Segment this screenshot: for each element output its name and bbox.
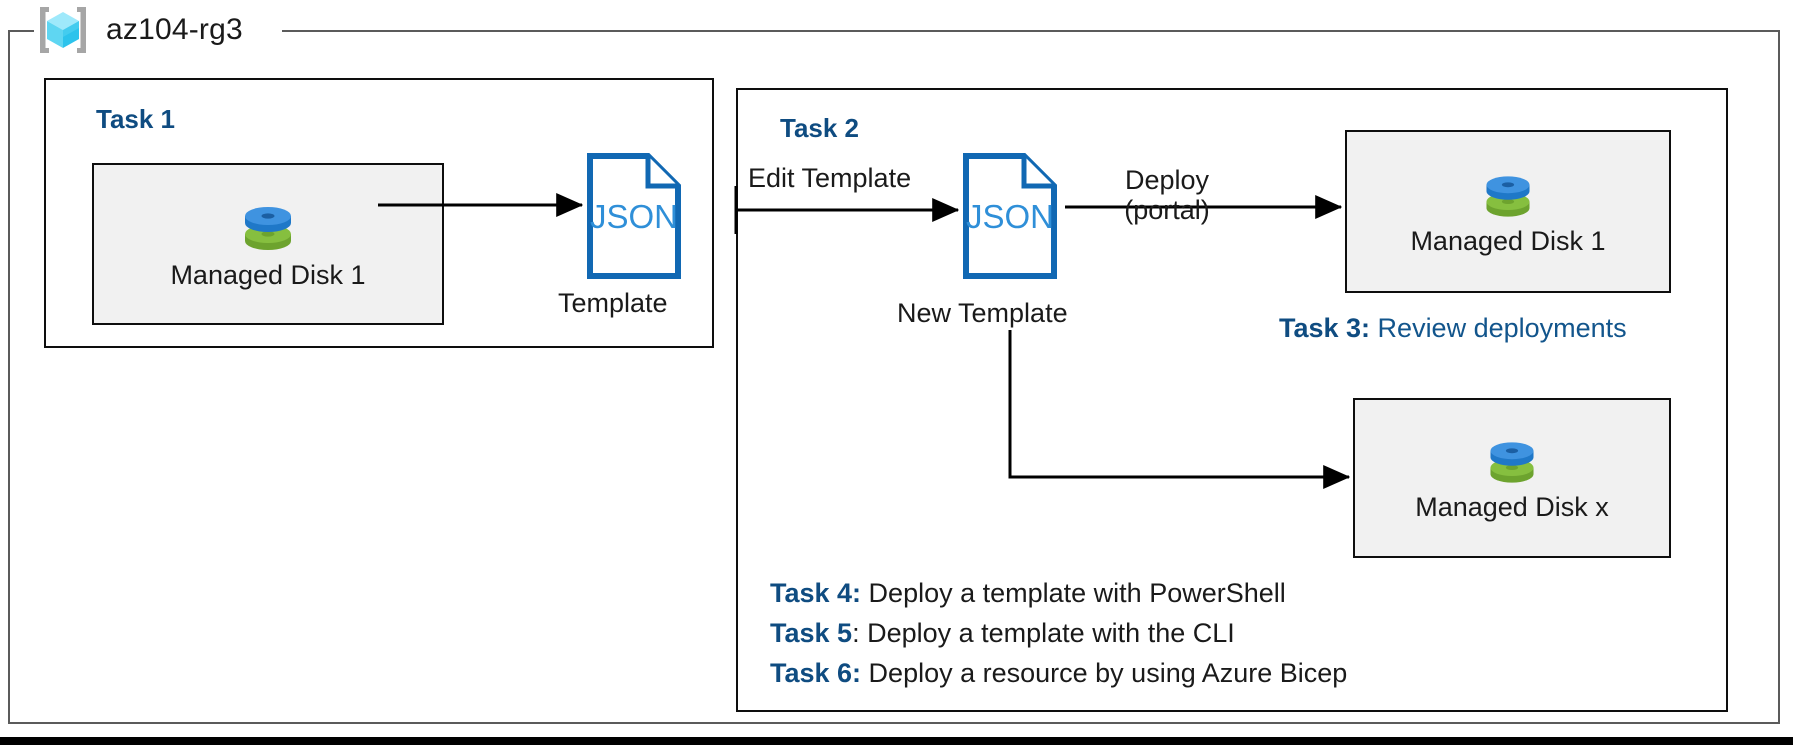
azure-resource-group-icon bbox=[36, 4, 90, 56]
task-2-container bbox=[736, 88, 1728, 712]
task-5-description: : Deploy a template with the CLI bbox=[852, 618, 1235, 648]
json-doc-label: JSON bbox=[590, 198, 678, 235]
new-template-caption: New Template bbox=[897, 298, 1068, 328]
task-3-key: Task 3: bbox=[1279, 313, 1371, 343]
managed-disk-icon bbox=[1479, 167, 1537, 225]
resource-label: Managed Disk x bbox=[1415, 492, 1609, 523]
deploy-label-line1: Deploy bbox=[1124, 165, 1210, 195]
task-4-key: Task 4: bbox=[770, 578, 862, 608]
task-3-description: Review deployments bbox=[1370, 313, 1627, 343]
json-doc-label: JSON bbox=[966, 198, 1054, 235]
edge-label-deploy: Deploy (portal) bbox=[1097, 165, 1237, 225]
task-3-note: Task 3: Review deployments bbox=[1279, 315, 1627, 342]
json-document-icon-new-template: JSON bbox=[962, 152, 1058, 285]
resource-label: Managed Disk 1 bbox=[170, 260, 366, 291]
resource-label: Managed Disk 1 bbox=[1410, 225, 1606, 256]
resource-managed-disk-1-deployed: Managed Disk 1 bbox=[1345, 130, 1671, 293]
resource-group-frame-top-left bbox=[8, 30, 34, 32]
managed-disk-icon bbox=[1483, 433, 1541, 491]
resource-managed-disk-x: Managed Disk x bbox=[1353, 398, 1671, 558]
task-5-note: Task 5: Deploy a template with the CLI bbox=[770, 620, 1235, 647]
task-1-heading: Task 1 bbox=[96, 104, 176, 134]
task-6-description: Deploy a resource by using Azure Bicep bbox=[861, 658, 1348, 688]
task-2-heading: Task 2 bbox=[780, 113, 860, 143]
task-6-key: Task 6: bbox=[770, 658, 862, 688]
json-document-icon-template: JSON bbox=[586, 152, 682, 285]
deploy-label-line2: (portal) bbox=[1124, 195, 1210, 226]
managed-disk-icon bbox=[237, 197, 299, 259]
resource-group-name: az104-rg3 bbox=[106, 13, 243, 46]
task-4-note: Task 4: Deploy a template with PowerShel… bbox=[770, 580, 1286, 607]
resource-group-frame bbox=[8, 30, 1780, 724]
resource-group-header: az104-rg3 bbox=[36, 2, 243, 58]
task-4-description: Deploy a template with PowerShell bbox=[861, 578, 1286, 608]
resource-managed-disk-1-source: Managed Disk 1 bbox=[92, 163, 444, 325]
task-6-note: Task 6: Deploy a resource by using Azure… bbox=[770, 660, 1347, 687]
template-caption: Template bbox=[558, 288, 668, 318]
edge-label-edit-template: Edit Template bbox=[748, 163, 912, 193]
resource-group-frame-top-right bbox=[282, 30, 1780, 32]
task-5-key: Task 5 bbox=[770, 618, 853, 648]
task-1-container bbox=[44, 78, 714, 348]
page-bottom-edge bbox=[0, 737, 1793, 745]
